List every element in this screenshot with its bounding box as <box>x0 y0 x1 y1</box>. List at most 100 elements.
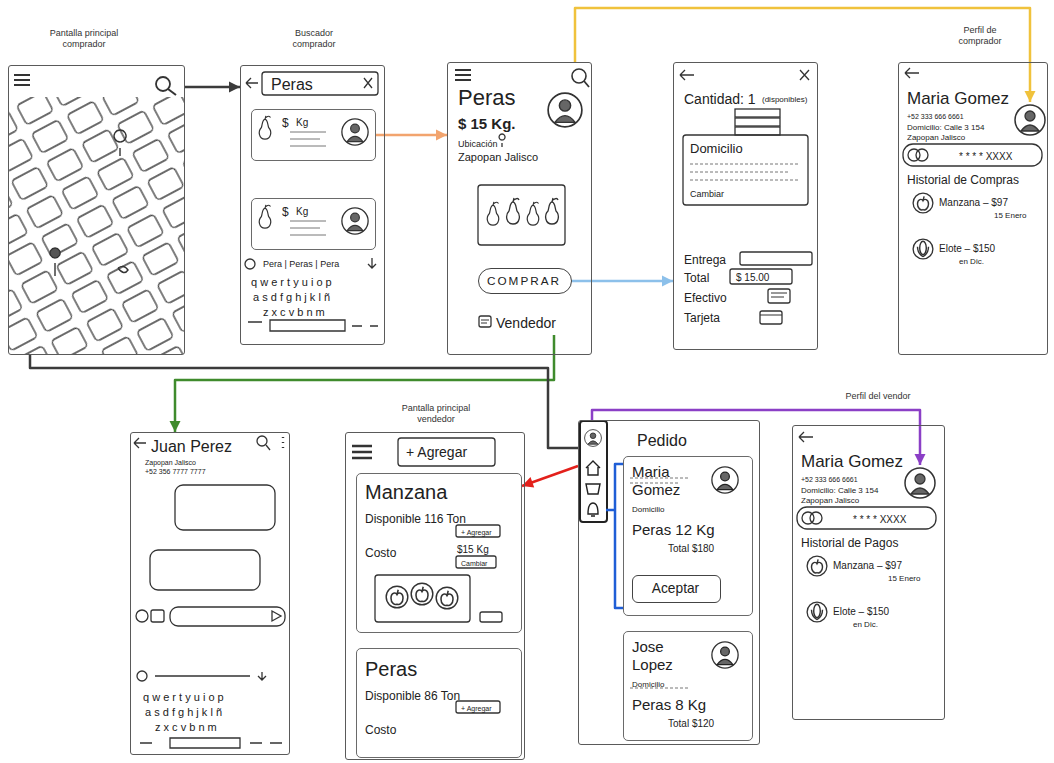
ui-text: Entrega <box>684 253 726 267</box>
ui-text: Total $180 <box>668 543 714 555</box>
ui-text: + Agregar <box>406 444 467 461</box>
ui-text: Manzana <box>365 480 447 504</box>
order-card: Jose LopezDomicilioPeras 8 KgTotal $120 <box>623 631 753 741</box>
screen-title: Perfil de comprador <box>954 25 1006 47</box>
flow-connector <box>376 130 447 141</box>
phone-screen: Peras$ 15 Kg.UbicaciónZapopan JaliscoCOM… <box>447 62 592 355</box>
ui-text: Maria Gomez <box>907 89 1009 109</box>
flow-connector <box>575 8 1036 102</box>
ui-text: Peras 12 Kg <box>632 521 715 539</box>
flow-connector <box>30 355 578 448</box>
ui-text: Domicilio: Calle 3 154 Zapopan Jalisco <box>801 486 896 505</box>
phone-screen: Pantalla principal comprador <box>8 65 185 355</box>
arrow-head <box>170 421 181 432</box>
ui-text: $ 15 Kg. <box>458 115 516 133</box>
ui-text: $ <box>282 116 289 130</box>
ui-text: +52 333 666 6661 <box>907 113 964 121</box>
ui-text: q w e r t y u i o p <box>143 691 224 704</box>
screen-title: Buscador comprador <box>283 28 345 50</box>
search-screen-sketch <box>245 72 378 331</box>
ui-text: Costo <box>365 546 396 560</box>
ui-text: Costo <box>365 723 396 737</box>
flow-connector <box>572 276 673 287</box>
arrow-head <box>522 477 534 487</box>
connector-line <box>606 464 623 608</box>
order-card: Maria GomezDomicilioPeras 12 KgTotal $18… <box>623 456 753 616</box>
ui-text: Historial de Compras <box>907 173 1019 187</box>
ui-text: z x c v b n m <box>155 721 217 734</box>
ui-text: Peras <box>458 85 515 111</box>
screen-title: Pantalla principal comprador <box>29 28 139 50</box>
ui-text: Peras 8 Kg <box>632 696 706 714</box>
flow-connector <box>606 464 623 608</box>
result-card: $ Kg <box>251 109 376 161</box>
checkout-screen-sketch <box>680 70 812 324</box>
seller-profile-sketch <box>797 432 936 622</box>
arrow-head <box>915 454 926 465</box>
ui-text: Juan Perez <box>151 437 232 456</box>
connector-line <box>175 335 554 432</box>
ui-text: +52 333 666 6661 <box>801 476 858 484</box>
ui-text: Pera | Peras | Pera <box>263 259 339 270</box>
ui-text: + Agregar <box>461 705 492 713</box>
phone-screen: Buscador compradorPerasPera | Peras | Pe… <box>240 65 385 345</box>
ui-text: $ 15.00 <box>736 272 769 284</box>
connector-line <box>575 8 1030 102</box>
ui-text: Pedido <box>637 431 687 450</box>
flow-connector <box>522 466 578 487</box>
ui-text: Kg <box>296 117 308 129</box>
ui-text: Cambiar <box>461 560 487 568</box>
ui-text: Disponible 116 Ton <box>365 512 466 526</box>
ui-text: 15 Enero <box>888 574 920 584</box>
product-card: PerasDisponible 86 Ton+ AgregarCosto <box>356 648 522 758</box>
arrow-head <box>1025 91 1036 102</box>
ui-text: Manzana – $97 <box>939 197 1008 209</box>
arrow-head <box>229 82 240 93</box>
ui-text: Total $120 <box>668 718 714 730</box>
ui-text: * * * * XXXX <box>959 151 1012 163</box>
screen-title: Pantalla principal vendedor <box>396 403 476 425</box>
screen-title: Perfil del vendor <box>833 391 923 402</box>
buyer-profile-sketch <box>903 68 1045 259</box>
seller-home-sketch <box>352 438 502 713</box>
ui-text: Historial de Pagos <box>801 536 898 550</box>
result-card: $ Kg <box>251 198 376 250</box>
phone-screen: Pantalla principal vendedor+ AgregarManz… <box>345 432 525 760</box>
ui-text: Ubicación <box>458 139 498 150</box>
ui-text: COMPRAR <box>479 274 569 288</box>
ui-text: + Agregar <box>461 529 492 537</box>
ui-text: Total <box>684 271 709 285</box>
ui-text: $15 Kg <box>457 544 489 556</box>
ui-text: Maria Gomez <box>801 452 903 472</box>
ui-text: Domicilio <box>690 141 743 157</box>
ui-text: a s d f g h j k l ñ <box>145 706 222 719</box>
ui-text: Cambiar <box>690 189 724 200</box>
phone-screen: Perfil de compradorMaria Gomez+52 333 66… <box>898 62 1048 355</box>
phone-screen: Cantidad: 1(disponibles)DomicilioCambiar… <box>673 62 818 350</box>
arrow-head <box>436 130 447 141</box>
ui-text: en Dic. <box>853 620 878 630</box>
ui-text: Maria Gomez <box>632 463 694 499</box>
ui-text: Domicilio: Calle 3 154 Zapopan Jalisco <box>907 123 1002 142</box>
chat-screen-sketch <box>134 436 285 748</box>
ui-text: en Dic. <box>959 257 984 267</box>
ui-text: Domicilio <box>632 680 664 690</box>
ui-text: Peras <box>365 657 417 681</box>
ui-text: $ <box>282 205 289 219</box>
ui-text: a s d f g h j k l ñ <box>253 291 330 304</box>
ui-text: Kg <box>296 206 308 218</box>
ui-text: 15 Enero <box>994 211 1026 221</box>
accept-button: Aceptar <box>632 575 721 603</box>
ui-text: Manzana – $97 <box>833 560 902 572</box>
ui-text: Disponible 86 Ton <box>365 689 460 703</box>
ui-text: Elote – $150 <box>833 606 889 618</box>
ui-text: Vendedor <box>496 315 556 332</box>
buyer-map <box>9 75 184 354</box>
phone-screen: PedidoMaria GomezDomicilioPeras 12 KgTot… <box>578 420 760 745</box>
ui-text: * * * * XXXX <box>853 514 906 526</box>
product-card: ManzanaDisponible 116 Ton + AgregarCosto $… <box>356 473 522 633</box>
ui-text: Cantidad: 1 <box>684 91 756 108</box>
ui-text: q w e r t y u i o p <box>251 276 332 289</box>
